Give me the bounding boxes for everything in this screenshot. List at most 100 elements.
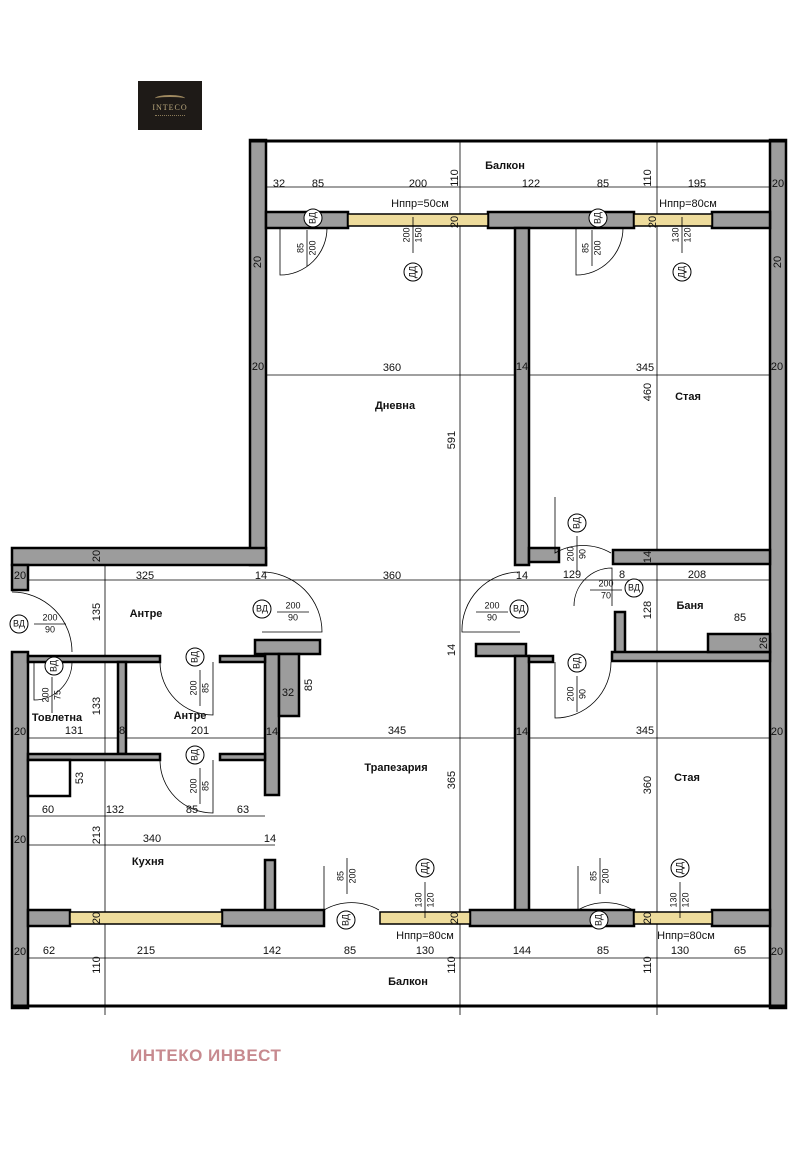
door-tag-circle [44, 656, 64, 676]
door-swing-arc [33, 661, 73, 701]
door-swing-arc [279, 227, 328, 276]
walls [10, 138, 788, 1010]
footer-brand: ИНТЕКО ИНВЕСТ [130, 1046, 282, 1065]
dimension-label: 195 [688, 178, 706, 190]
dimension-label: 14 [446, 644, 458, 656]
door-size-top: 130 [668, 892, 678, 907]
room-label: Товлетна [32, 712, 83, 724]
dimension-label: 20 [14, 834, 26, 846]
door-type-tag: ДД [676, 266, 686, 278]
logo-text: INTECO [152, 102, 188, 112]
door-size-top: 200 [285, 600, 300, 610]
door-tag-circle [336, 910, 356, 930]
room-label: Кухня [132, 856, 164, 868]
dimension-label: 325 [136, 570, 154, 582]
dimension-label: 144 [513, 945, 531, 957]
dimension-label: 132 [106, 804, 124, 816]
door-tag-circle [185, 745, 205, 765]
dimension-label: 110 [91, 956, 103, 974]
room-label: Трапезария [364, 762, 427, 774]
dimension-label: 20 [91, 912, 103, 924]
door-type-tag: ВД [593, 914, 603, 926]
door-size-bottom: 85 [200, 781, 210, 791]
door-type-tag: ДД [407, 266, 417, 278]
door-size-top: 200 [40, 687, 50, 702]
door-type-tag: ВД [48, 660, 58, 672]
dimension-label: 8 [619, 569, 625, 581]
door-size-bottom: 90 [577, 689, 587, 699]
door-tag-circle [415, 858, 435, 878]
door-tag-circle [303, 208, 323, 228]
door-size-top: 200 [188, 778, 198, 793]
windows [69, 213, 713, 925]
door-size-bottom: 120 [680, 892, 690, 907]
dimension-label: 14 [266, 726, 278, 738]
dimension-label: 65 [734, 945, 746, 957]
door-type-tag: ВД [628, 582, 640, 592]
sill-height-note: Нппр=80см [396, 930, 454, 942]
dimension-label: 85 [597, 178, 609, 190]
door-size-bottom: 75 [52, 690, 62, 700]
dimension-label: 208 [688, 569, 706, 581]
door-size-bottom: 90 [45, 624, 55, 634]
logo-subline [155, 114, 185, 117]
dimension-label: 360 [383, 570, 401, 582]
door-size-bottom: 90 [487, 612, 497, 622]
door-tag-circle [509, 599, 529, 619]
door-type-tag: ВД [189, 749, 199, 761]
dimension-label: 14 [516, 570, 528, 582]
door-tag-circle [624, 578, 644, 598]
dimension-label: 20 [14, 726, 26, 738]
dimension-label: 32 [273, 178, 285, 190]
door-size-bottom: 120 [425, 892, 435, 907]
room-label: Баня [676, 600, 703, 612]
dimension-label: 345 [636, 725, 654, 737]
dimension-label: 20 [772, 256, 784, 268]
dimension-label: 20 [252, 256, 264, 268]
dimension-label: 110 [449, 169, 461, 187]
dimension-label: 14 [516, 726, 528, 738]
door-size-bottom: 90 [577, 549, 587, 559]
door-size-top: 130 [413, 892, 423, 907]
room-label: Стая [675, 391, 701, 403]
room-label: Дневна [375, 400, 416, 412]
door-size-top: 85 [588, 871, 598, 881]
door-tag-circle [588, 208, 608, 228]
sill-height-note: Нппр=50см [391, 198, 449, 210]
door-size-top: 200 [565, 546, 575, 561]
dimension-label: 20 [771, 726, 783, 738]
room-label: Балкон [485, 160, 525, 172]
door-size-top: 85 [335, 871, 345, 881]
door-size-bottom: 85 [200, 683, 210, 693]
door-swing-arc [575, 227, 624, 276]
dimension-label: 85 [312, 178, 324, 190]
dimension-label: 345 [388, 725, 406, 737]
grid-lines [12, 140, 786, 1015]
room-label: Балкон [388, 976, 428, 988]
dimension-label: 20 [647, 216, 659, 228]
door-swings [11, 227, 634, 911]
door-type-tag: ВД [571, 657, 581, 669]
door-type-tag: ВД [13, 618, 25, 628]
door-size-top: 200 [188, 680, 198, 695]
company-logo: INTECO [138, 81, 202, 130]
door-type-tag: ВД [256, 603, 268, 613]
sill-height-note: Нппр=80см [659, 198, 717, 210]
dimension-label: 14 [255, 570, 267, 582]
door-type-tag: ВД [513, 603, 525, 613]
dimension-label: 135 [91, 603, 103, 621]
door-size-bottom: 150 [413, 227, 423, 242]
dimension-label: 20 [642, 912, 654, 924]
dimension-label: 360 [383, 362, 401, 374]
room-label: Антре [174, 710, 207, 722]
dimension-label: 20 [772, 178, 784, 190]
dimension-label: 85 [734, 612, 746, 624]
door-size-top: 200 [565, 686, 575, 701]
door-type-tag: ВД [307, 212, 317, 224]
room-label: Стая [674, 772, 700, 784]
dimension-label: 122 [522, 178, 540, 190]
door-swing-arc [461, 571, 521, 633]
dimension-label: 110 [642, 956, 654, 974]
door-type-tag: ВД [340, 914, 350, 926]
door-swing-arc [11, 591, 73, 653]
